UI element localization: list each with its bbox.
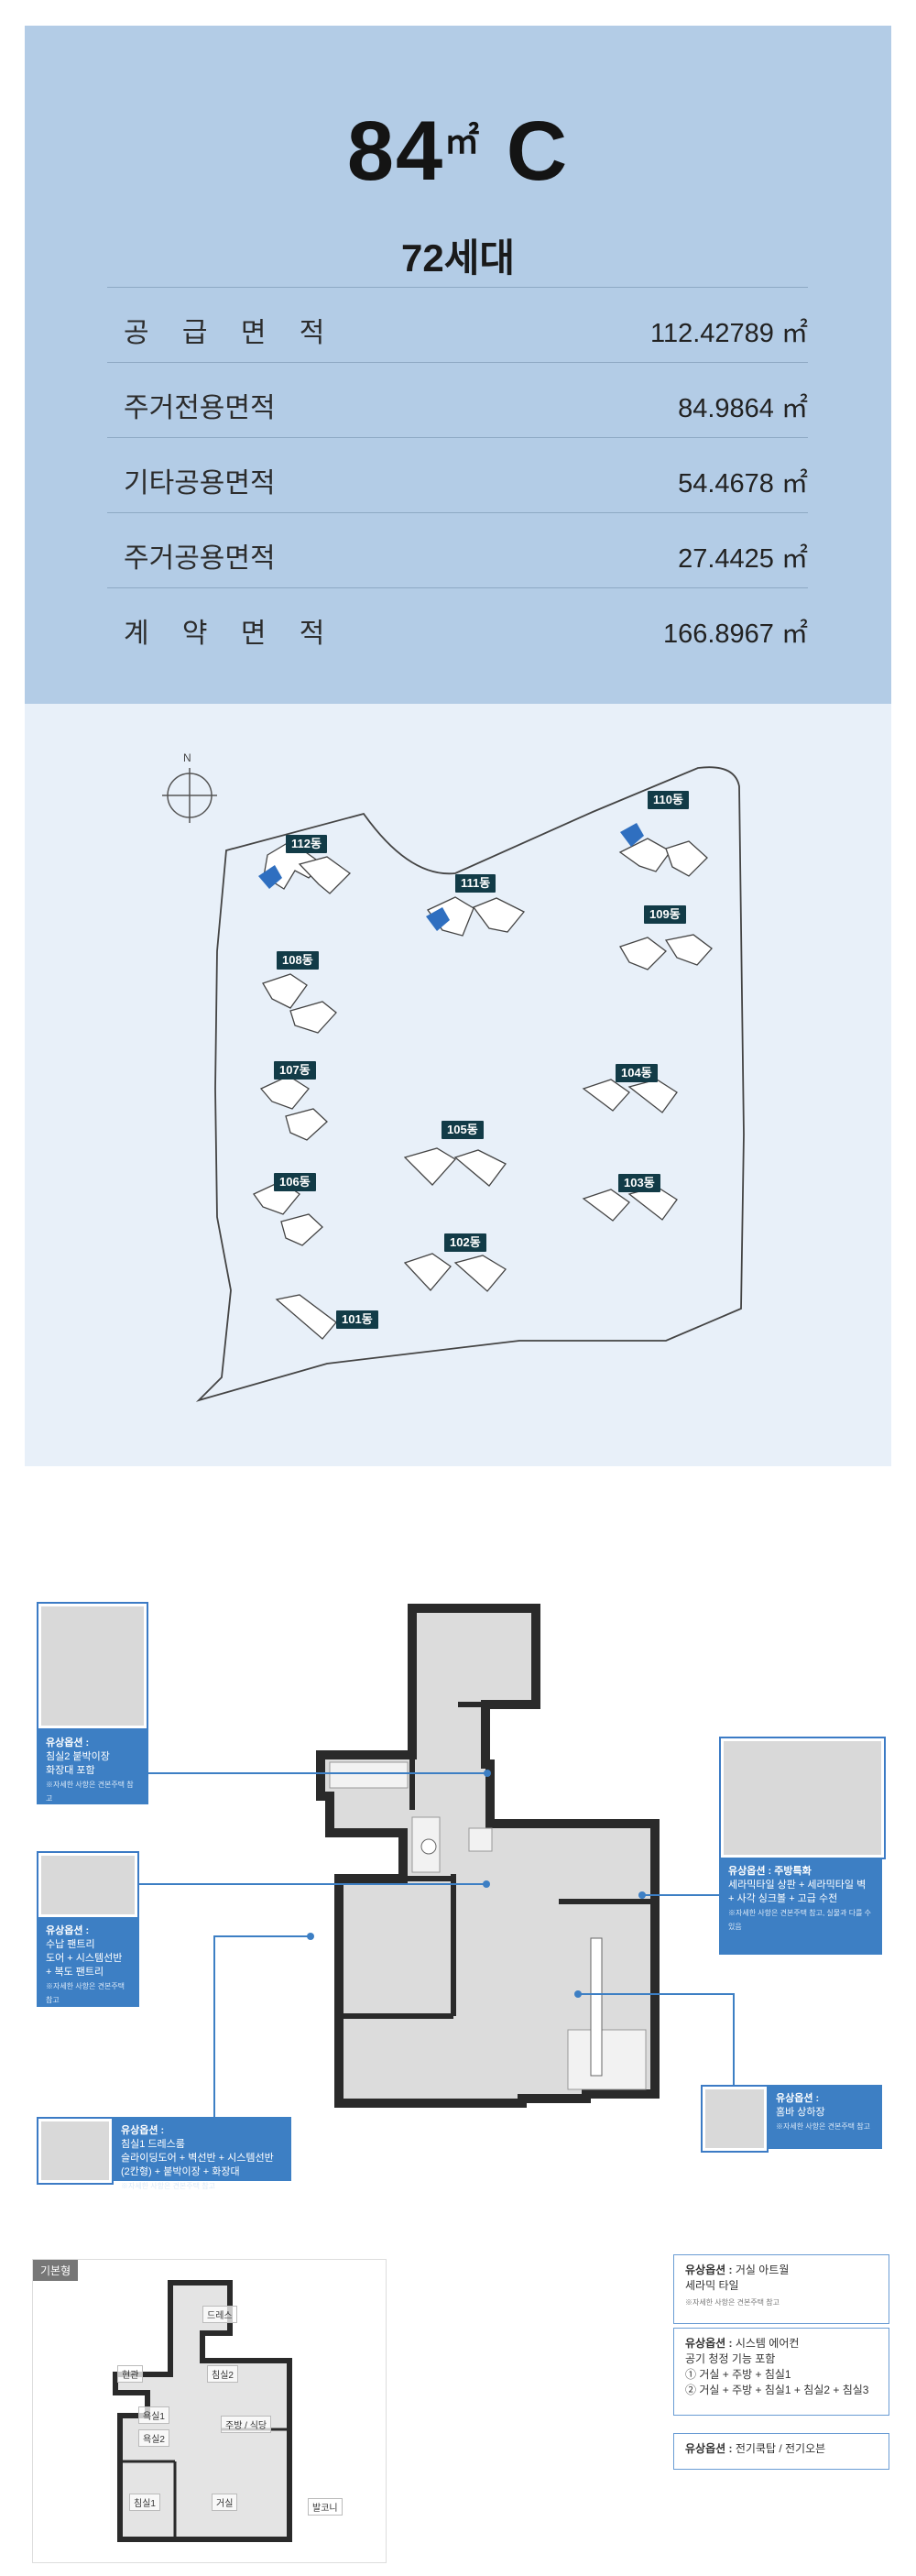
building-label: 112동 bbox=[286, 835, 327, 853]
leader-line bbox=[148, 1772, 487, 1774]
option-box-bedroom2-closet: 유상옵션 : 침실2 붙박이장 화장대 포함 ※자세한 사항은 견본주택 참고 bbox=[37, 1729, 148, 1804]
type-letter: C bbox=[506, 104, 570, 198]
option-box-art-wall: 유상옵션 : 거실 아트월 세라믹 타일 ※자세한 사항은 견본주택 참고 bbox=[673, 2254, 889, 2324]
building-blocks bbox=[253, 838, 713, 1340]
basic-type-label: 기본형 bbox=[33, 2260, 79, 2281]
option-image-dress-table bbox=[37, 1602, 148, 1730]
option-box-dressroom: 유상옵션 : 침실1 드레스룸 슬라이딩도어 + 벽선반 + 시스템선반 (2칸… bbox=[112, 2117, 291, 2190]
building-label: 109동 bbox=[644, 905, 686, 924]
spec-value: 166.8967 ㎡ bbox=[662, 619, 808, 649]
building-label: 111동 bbox=[455, 874, 496, 893]
households-count: 72세대 bbox=[401, 236, 515, 280]
room-label: 욕실2 bbox=[138, 2429, 169, 2447]
unit-type-title: 84㎡ C bbox=[25, 104, 891, 200]
room-label: 침실2 bbox=[207, 2365, 238, 2383]
leader-dot bbox=[483, 1880, 490, 1888]
spec-label: 공 급 면 적 bbox=[124, 318, 338, 348]
site-boundary bbox=[195, 766, 745, 1402]
option-box-system-aircon: 유상옵션 : 시스템 에어컨 공기 청정 기능 포함 ① 거실 + 주방 + 침… bbox=[673, 2328, 889, 2416]
option-image-pantry bbox=[37, 1851, 139, 1919]
spec-row-other-common: 기타공용면적 54.4678 ㎡ bbox=[107, 437, 808, 513]
room-label: 현관 bbox=[117, 2365, 144, 2383]
building-label: 105동 bbox=[442, 1121, 484, 1139]
type-number: 84 bbox=[346, 104, 445, 198]
building-label: 106동 bbox=[274, 1173, 316, 1191]
spec-value: 84.9864 ㎡ bbox=[678, 394, 808, 423]
spec-label: 기타공용면적 bbox=[124, 468, 276, 499]
room-label: 발코니 bbox=[308, 2498, 343, 2516]
spec-label: 주거공용면적 bbox=[124, 543, 276, 574]
spec-value: 27.4425 ㎡ bbox=[678, 544, 808, 574]
leader-dot bbox=[307, 1933, 314, 1940]
room-label: 욕실1 bbox=[138, 2406, 169, 2424]
leader-dot bbox=[484, 1770, 491, 1777]
spec-label: 계 약 면 적 bbox=[124, 619, 338, 649]
room-label: 주방 / 식당 bbox=[221, 2416, 272, 2433]
leader-line bbox=[733, 1993, 735, 2085]
spec-value: 54.4678 ㎡ bbox=[678, 469, 808, 499]
leader-line bbox=[577, 1993, 735, 1995]
leader-line bbox=[213, 1935, 215, 2117]
leader-line bbox=[641, 1894, 719, 1896]
room-label: 거실 bbox=[212, 2494, 238, 2511]
room-label: 침실1 bbox=[129, 2494, 160, 2511]
unit-summary-panel: 84㎡ C 72세대 공 급 면 적 112.42789 ㎡ 주거전용면적 84… bbox=[25, 26, 891, 704]
building-label: 108동 bbox=[277, 951, 319, 970]
option-image-kitchen bbox=[719, 1737, 886, 1859]
building-label: 107동 bbox=[274, 1061, 316, 1080]
option-box-kitchen: 유상옵션 : 주방특화 세라믹타일 상판 + 세라믹타일 벽 + 사각 싱크볼 … bbox=[719, 1858, 882, 1955]
leader-dot bbox=[574, 1990, 582, 1998]
spec-row-supply: 공 급 면 적 112.42789 ㎡ bbox=[107, 287, 808, 363]
building-label: 102동 bbox=[444, 1233, 486, 1252]
option-box-homebar: 유상옵션 : 홈바 상하장 ※자세한 사항은 견본주택 참고 bbox=[767, 2085, 882, 2149]
building-label: 104동 bbox=[616, 1064, 658, 1082]
leader-dot bbox=[638, 1891, 646, 1899]
highlighted-unit-markers bbox=[258, 823, 644, 931]
room-label: 드레스 bbox=[202, 2306, 237, 2323]
site-plan: N 112동 111동 110동 109동 108동 107동 106동 105… bbox=[25, 704, 891, 1466]
spec-row-exclusive: 주거전용면적 84.9864 ㎡ bbox=[107, 362, 808, 438]
basic-type-panel: 기본형 드레스 침실2 현관 욕실1 욕실2 주방 / 식당 침실1 거실 발코… bbox=[32, 2259, 387, 2563]
north-label: N bbox=[183, 751, 191, 764]
spec-value: 112.42789 ㎡ bbox=[650, 319, 808, 348]
spec-row-contract: 계 약 면 적 166.8967 ㎡ bbox=[107, 587, 808, 663]
leader-line bbox=[213, 1935, 310, 1937]
floor-plan-drawing bbox=[316, 1604, 660, 2108]
option-image-homebar bbox=[701, 2085, 769, 2153]
option-image-dressroom bbox=[37, 2117, 114, 2185]
leader-line bbox=[139, 1883, 485, 1885]
north-compass-icon bbox=[162, 768, 217, 823]
building-label: 110동 bbox=[648, 791, 689, 809]
building-label: 103동 bbox=[618, 1174, 660, 1192]
spec-row-residential-common: 주거공용면적 27.4425 ㎡ bbox=[107, 512, 808, 588]
option-box-electric-cooktop: 유상옵션 : 전기쿡탑 / 전기오븐 bbox=[673, 2433, 889, 2470]
building-label: 101동 bbox=[336, 1310, 378, 1329]
type-unit: ㎡ bbox=[444, 123, 482, 161]
site-plan-drawing bbox=[162, 766, 745, 1402]
spec-label: 주거전용면적 bbox=[124, 393, 276, 423]
option-box-pantry: 유상옵션 : 수납 팬트리 도어 + 시스템선반 + 복도 팬트리 ※자세한 사… bbox=[37, 1917, 139, 2007]
